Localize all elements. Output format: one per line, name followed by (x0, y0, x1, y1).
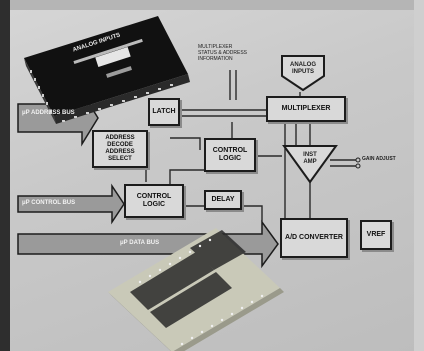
mux-note: MULTIPLEXER STATUS & ADDRESS INFORMATION (198, 44, 268, 62)
analog-inputs-label: ANALOG INPUTS (284, 62, 322, 76)
data-bus-label: μP DATA BUS (120, 240, 200, 247)
inst-amp-label: INST AMP (298, 152, 322, 166)
control-logic-left-block: CONTROL LOGIC (124, 184, 184, 218)
address-bus-label: μP ADDRESS BUS (22, 110, 76, 117)
delay-block: DELAY (204, 190, 242, 210)
address-decode-block: ADDRESS DECODE ADDRESS SELECT (92, 130, 148, 168)
vref-block: VREF (360, 220, 392, 250)
gain-adjust-label: GAIN ADJUST (362, 156, 402, 162)
latch-block: LATCH (148, 98, 180, 126)
control-bus-label: μP CONTROL BUS (22, 200, 112, 207)
multiplexer-block: MULTIPLEXER (266, 96, 346, 122)
control-logic-center-block: CONTROL LOGIC (204, 138, 256, 172)
ad-converter-block: A/D CONVERTER (280, 218, 348, 258)
